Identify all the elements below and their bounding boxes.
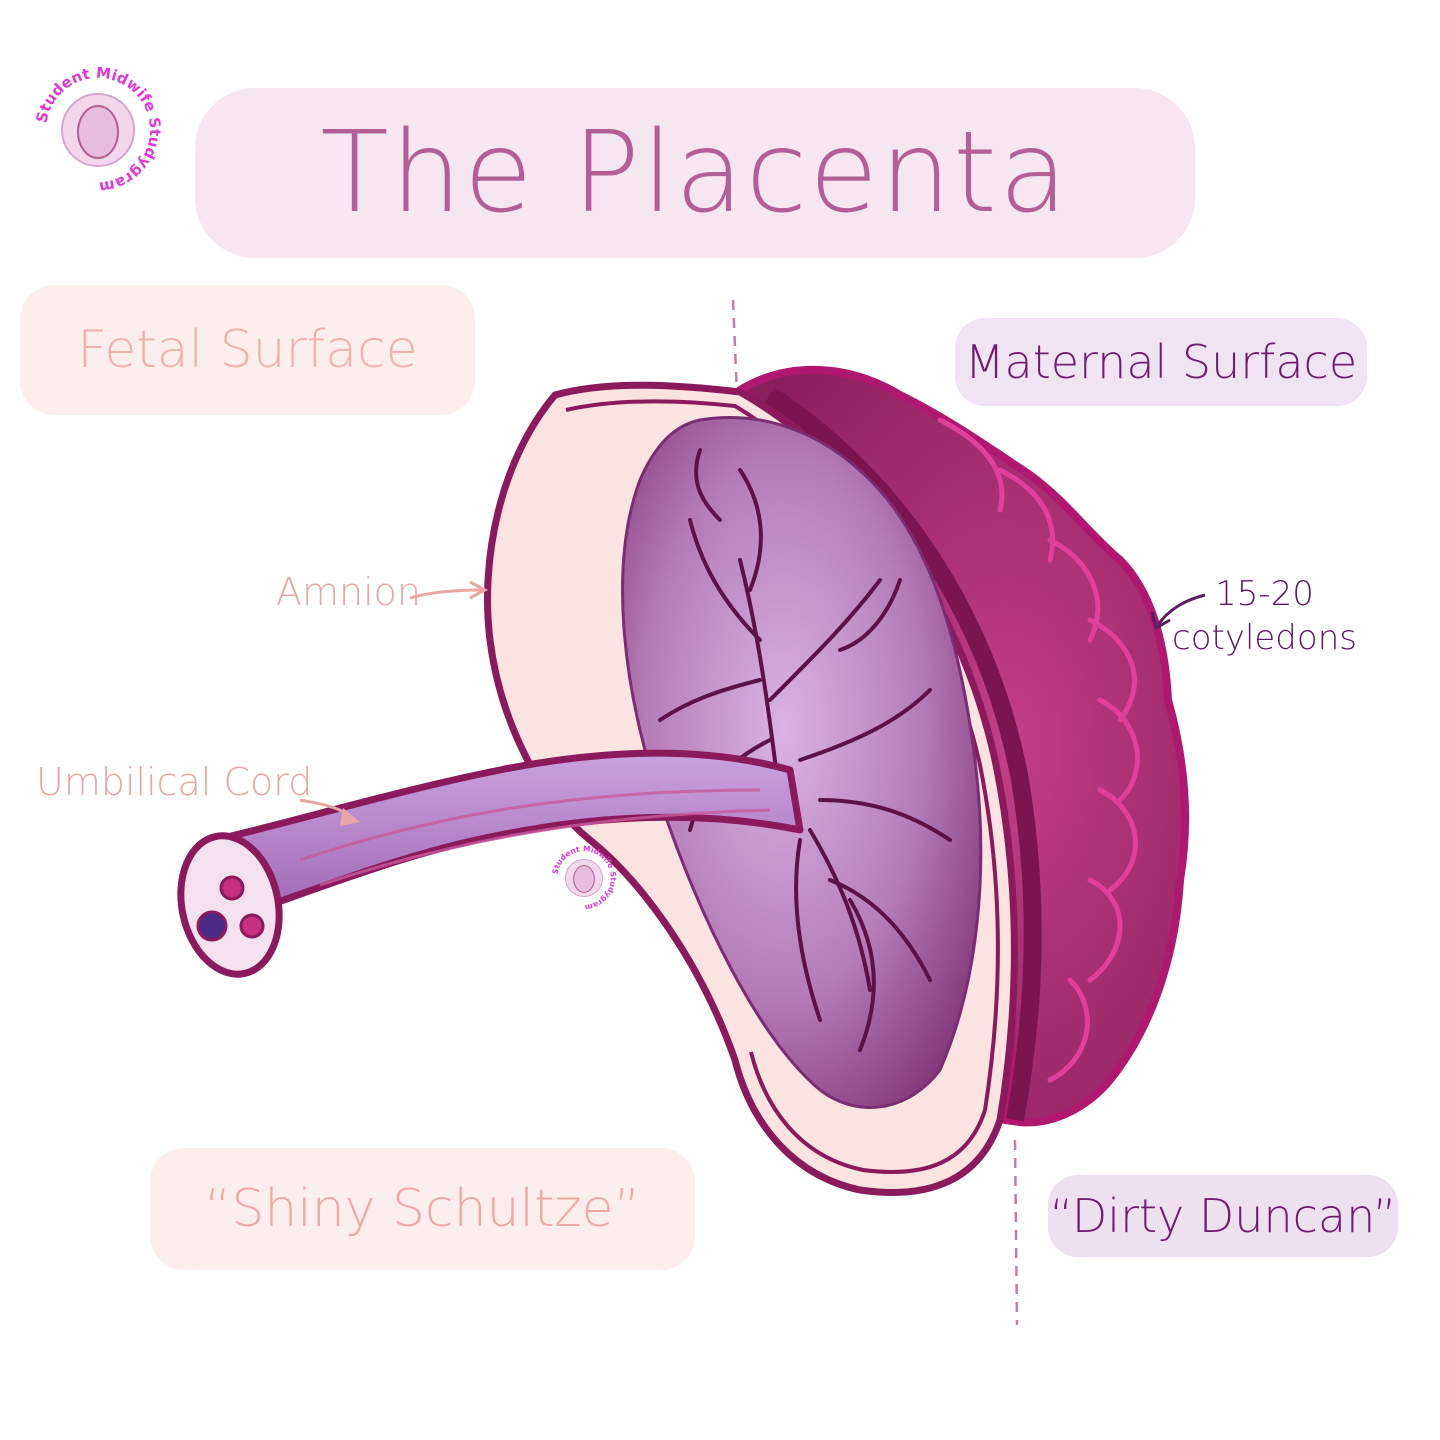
logo-badge: Student Midwife Studygram bbox=[32, 64, 164, 197]
cotyledon-ridges bbox=[937, 417, 1140, 1083]
cotyledon-arrowhead bbox=[1150, 611, 1171, 631]
amnion-label: Amnion bbox=[276, 570, 421, 614]
amnion-arrow bbox=[409, 588, 483, 600]
fetal-surface-label: Fetal Surface bbox=[77, 320, 418, 380]
umbilical-cord bbox=[211, 749, 804, 909]
fetal-nickname-banner: “Shiny Schultze” bbox=[150, 1148, 695, 1270]
logo-badge-small: Student Midwife Studygram bbox=[551, 844, 618, 912]
umbilical-artery-1 bbox=[219, 875, 245, 901]
cord-arrowhead bbox=[340, 808, 360, 826]
fetal-surface-banner: Fetal Surface bbox=[20, 285, 475, 415]
divider-top bbox=[731, 299, 739, 396]
maternal-surface-banner: Maternal Surface bbox=[955, 318, 1367, 406]
maternal-nickname-banner: “Dirty Duncan” bbox=[1048, 1175, 1398, 1257]
title-banner: The Placenta bbox=[195, 88, 1195, 258]
page-title: The Placenta bbox=[320, 108, 1070, 238]
fetal-nickname-label: “Shiny Schultze” bbox=[204, 1179, 641, 1239]
fetal-surface-disc bbox=[621, 416, 983, 1109]
umbilical-artery-2 bbox=[239, 913, 265, 939]
amnion-inner-line bbox=[565, 399, 1000, 1175]
umbilical-cord-label: Umbilical Cord bbox=[36, 760, 313, 804]
vessels bbox=[658, 448, 952, 1052]
maternal-nickname-label: “Dirty Duncan” bbox=[1049, 1189, 1397, 1243]
amnion-arrowhead bbox=[469, 580, 489, 600]
maternal-surface-label: Maternal Surface bbox=[964, 335, 1358, 389]
umbilical-vein bbox=[196, 910, 228, 942]
cotyledon-arrow bbox=[1156, 593, 1206, 626]
logo-baby-icon bbox=[77, 105, 119, 159]
divider-bottom bbox=[1013, 1139, 1019, 1326]
cotyledons-word: cotyledons bbox=[1172, 618, 1357, 658]
cord-vessels bbox=[299, 788, 771, 887]
cotyledons-label: 15-20 cotyledons bbox=[1172, 572, 1357, 660]
cotyledons-count: 15-20 bbox=[1215, 574, 1314, 614]
